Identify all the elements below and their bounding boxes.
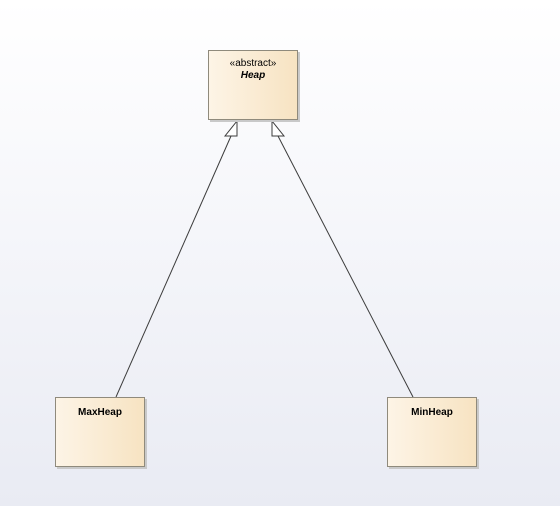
connector-line	[115, 135, 232, 398]
class-name: MaxHeap	[78, 407, 122, 418]
generalization-maxheap-to-heap[interactable]	[115, 119, 238, 398]
class-maxheap[interactable]: MaxHeap	[55, 397, 145, 467]
class-stereotype: «abstract»	[229, 58, 277, 69]
inheritance-arrowhead-icon	[271, 119, 286, 137]
inheritance-arrowhead-icon	[223, 119, 238, 137]
generalization-minheap-to-heap[interactable]	[271, 119, 414, 398]
class-name: MinHeap	[411, 407, 453, 418]
class-name: Heap	[240, 70, 266, 81]
class-minheap[interactable]: MinHeap	[387, 397, 477, 467]
class-heap[interactable]: «abstract» Heap	[208, 50, 298, 120]
connector-line	[277, 135, 414, 398]
